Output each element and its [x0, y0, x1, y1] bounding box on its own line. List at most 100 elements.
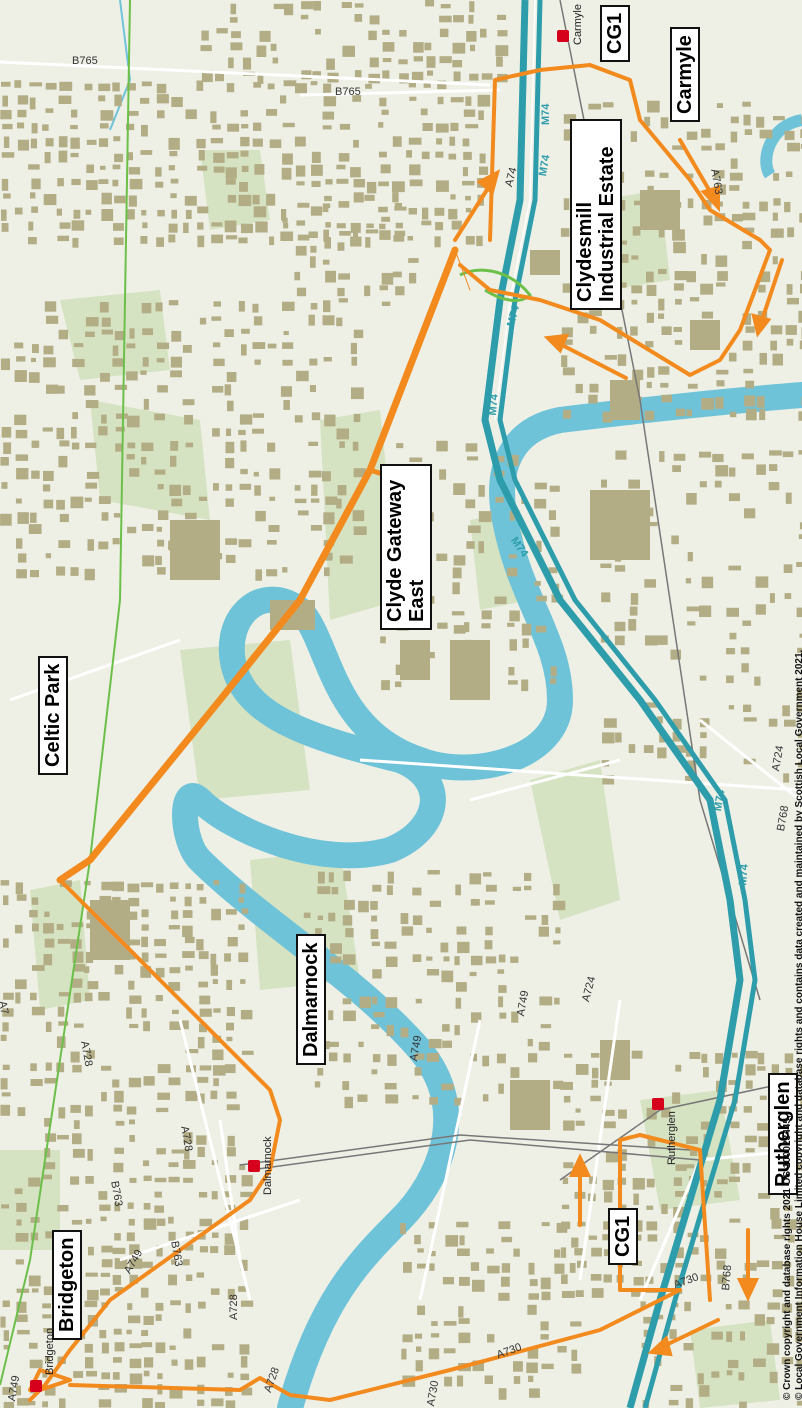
building: [496, 1053, 506, 1064]
building: [239, 1163, 246, 1171]
building: [113, 1104, 123, 1112]
building: [141, 442, 154, 452]
building: [101, 1245, 113, 1253]
building: [498, 1221, 511, 1230]
building: [226, 372, 237, 382]
building: [440, 4, 451, 9]
building: [700, 1121, 714, 1130]
building: [769, 450, 782, 456]
building: [513, 1376, 521, 1384]
building: [85, 951, 94, 963]
building: [745, 408, 757, 421]
building: [101, 1342, 109, 1354]
building: [439, 28, 449, 38]
building: [129, 1258, 143, 1269]
building: [470, 1053, 477, 1062]
building: [456, 982, 467, 992]
building: [87, 981, 99, 990]
building: [294, 415, 303, 423]
building: [341, 2, 352, 8]
building: [422, 123, 433, 131]
building: [127, 415, 140, 428]
building: [701, 576, 714, 589]
building: [238, 539, 252, 548]
building: [155, 167, 162, 177]
building: [468, 14, 474, 24]
building: [266, 193, 276, 206]
building: [591, 1053, 600, 1058]
building: [42, 1401, 48, 1408]
building: [729, 172, 743, 181]
building: [798, 1246, 802, 1254]
building: [171, 1259, 177, 1265]
building: [43, 1328, 55, 1333]
building: [660, 117, 669, 129]
building: [323, 512, 335, 525]
building: [28, 524, 42, 534]
building: [59, 1398, 66, 1408]
building: [72, 1133, 82, 1145]
building: [225, 538, 238, 545]
building: [155, 967, 165, 978]
building: [478, 511, 492, 523]
arrow-clydesmill-east-head: [751, 313, 772, 338]
building: [703, 1067, 709, 1078]
building: [372, 969, 382, 979]
building: [465, 207, 472, 213]
building: [210, 111, 217, 124]
building: [684, 1301, 691, 1312]
building: [199, 1008, 212, 1017]
building: [45, 315, 59, 324]
building: [742, 101, 751, 107]
building: [73, 343, 84, 348]
building: [98, 541, 109, 550]
building: [44, 1118, 51, 1127]
building: [169, 882, 179, 889]
building: [443, 1348, 456, 1354]
building: [44, 1385, 56, 1396]
building: [240, 440, 247, 452]
building: [200, 45, 212, 52]
building: [213, 358, 225, 367]
building: [0, 1316, 6, 1328]
building: [157, 209, 165, 217]
building: [141, 524, 154, 531]
building: [471, 1012, 482, 1023]
building: [394, 202, 402, 209]
building: [481, 610, 492, 620]
building: [168, 300, 179, 306]
building: [44, 938, 55, 948]
building: [185, 512, 197, 520]
building: [509, 639, 517, 651]
building: [672, 145, 684, 150]
building: [742, 340, 753, 351]
building: [378, 206, 388, 213]
arrow-carmyle: [678, 138, 714, 197]
building: [315, 28, 321, 35]
building: [317, 1068, 324, 1076]
building: [798, 411, 802, 421]
arrow-rutherglen-down-head: [736, 1278, 760, 1302]
building: [437, 80, 447, 90]
building: [672, 465, 681, 472]
building: [199, 317, 207, 325]
building: [784, 1205, 793, 1211]
building: [241, 344, 247, 356]
building: [211, 316, 222, 321]
building: [329, 1041, 339, 1047]
building: [711, 1331, 723, 1340]
building: [785, 325, 797, 335]
building: [590, 1274, 602, 1281]
building: [14, 80, 22, 88]
building: [336, 317, 343, 327]
building: [100, 1272, 110, 1277]
industrial-building: [600, 1040, 630, 1080]
building: [540, 1024, 552, 1029]
building: [1, 178, 9, 191]
building: [226, 1091, 237, 1099]
building: [114, 1258, 128, 1269]
building: [353, 526, 367, 535]
building: [239, 1219, 249, 1230]
building: [436, 440, 448, 452]
